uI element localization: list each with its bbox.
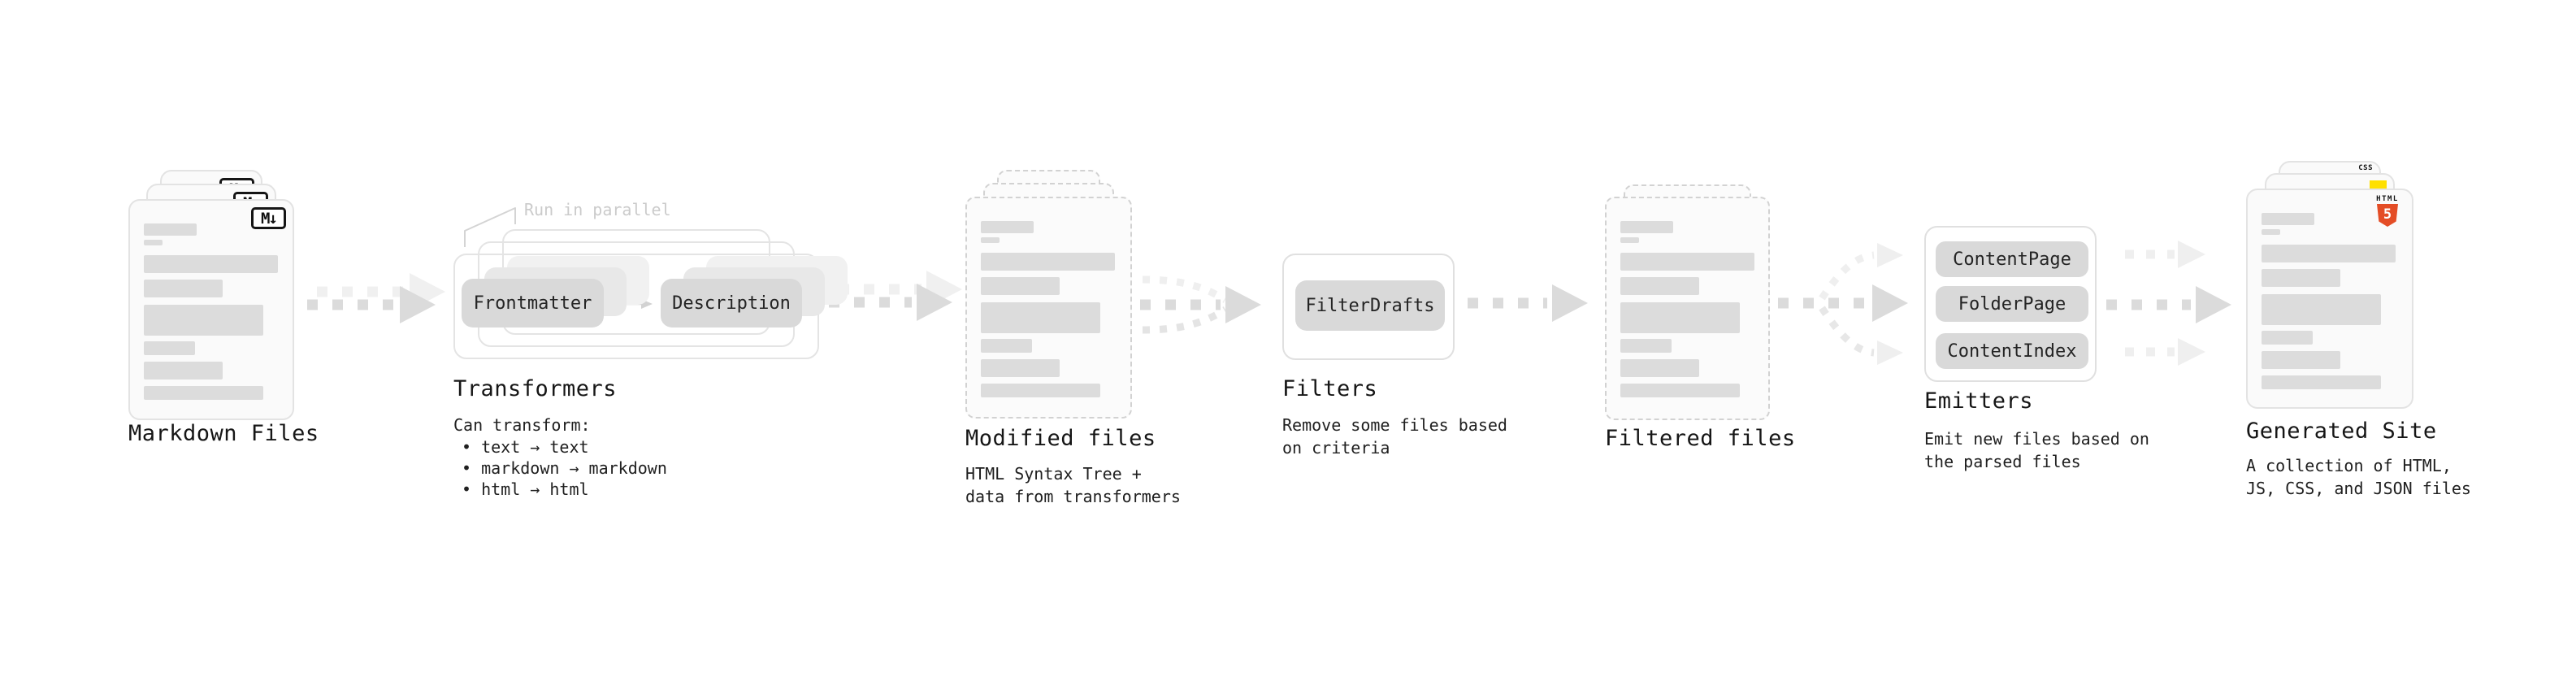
emitter-pill-content-index: ContentIndex (1936, 333, 2088, 369)
transformer-input-pill: Frontmatter (462, 279, 604, 327)
placeholder-bar (144, 223, 197, 236)
filtered-file-card-front (1605, 197, 1770, 420)
generated-site-description: A collection of HTML, JS, CSS, and JSON … (2246, 456, 2471, 498)
markdown-icon: M↓ (251, 207, 286, 229)
placeholder-bar (1620, 253, 1754, 271)
transformers-label: Transformers (453, 376, 618, 401)
html5-icon: HTML 5 (2373, 195, 2402, 227)
arrow-emitters-to-generated (2106, 241, 2231, 366)
js-file-icon (2370, 180, 2387, 190)
arrow-filtered-to-emitters (1778, 243, 1908, 365)
arrow-modified-to-filters (1140, 275, 1261, 334)
transformers-description-intro: Can transform: (453, 415, 591, 435)
transformer-stack: Frontmatter Description (453, 229, 868, 359)
filters-box: FilterDrafts (1282, 254, 1455, 360)
transformers-description: Can transform: • text → text • markdown … (453, 414, 667, 500)
placeholder-bar (981, 359, 1060, 377)
placeholder-bar (144, 341, 195, 355)
document-placeholder-lines (1620, 221, 1759, 412)
document-placeholder-lines (981, 221, 1121, 410)
filtered-files-label: Filtered files (1605, 426, 1796, 451)
placeholder-bar (1620, 302, 1740, 333)
placeholder-bar (144, 240, 163, 245)
run-in-parallel-annotation: Run in parallel (524, 200, 671, 219)
arrow-filters-to-filtered (1468, 284, 1588, 322)
placeholder-bar (2262, 245, 2396, 262)
placeholder-bar (981, 302, 1100, 333)
transform-bullet: • html → html (462, 479, 589, 499)
modified-file-card-front (965, 197, 1132, 419)
placeholder-bar (2262, 331, 2313, 345)
document-placeholder-lines (144, 223, 283, 412)
markdown-file-stack: M↓ M↓ M↓ (128, 170, 294, 420)
emitter-pill-folder-page: FolderPage (1936, 286, 2088, 322)
modified-files-description: HTML Syntax Tree + data from transformer… (965, 464, 1181, 506)
placeholder-bar (1620, 277, 1699, 295)
placeholder-bar (144, 255, 278, 273)
transform-bullet: • text → text (462, 437, 589, 457)
placeholder-bar (981, 237, 1000, 243)
emitters-description: Emit new files based on the parsed files (1924, 429, 2149, 471)
placeholder-bar (981, 253, 1115, 271)
placeholder-bar (2262, 229, 2280, 235)
emitters-label: Emitters (1924, 388, 2034, 414)
placeholder-bar (2262, 294, 2381, 325)
document-placeholder-lines (2262, 213, 2402, 401)
placeholder-bar (2262, 351, 2340, 369)
markdown-files-label: Markdown Files (128, 421, 319, 446)
emitters-box: ContentPage FolderPage ContentIndex (1924, 226, 2097, 382)
generated-site-label: Generated Site (2246, 419, 2437, 444)
placeholder-bar (144, 305, 263, 336)
placeholder-bar (981, 339, 1032, 353)
modified-file-stack (965, 170, 1132, 419)
filter-drafts-pill: FilterDrafts (1295, 280, 1445, 331)
placeholder-bar (1620, 359, 1699, 377)
modified-files-label: Modified files (965, 426, 1156, 451)
markdown-file-card-front: M↓ (128, 199, 294, 420)
placeholder-bar (1620, 384, 1740, 397)
placeholder-bar (144, 362, 223, 380)
filters-description: Remove some files based on criteria (1282, 415, 1507, 458)
placeholder-bar (2262, 213, 2314, 225)
placeholder-bar (1620, 221, 1673, 233)
placeholder-bar (2262, 375, 2381, 389)
arrow-markdown-to-transformers (307, 273, 445, 323)
html5-icon-word: HTML (2376, 195, 2399, 203)
generated-html-file-card: HTML 5 (2246, 189, 2413, 409)
placeholder-bar (1620, 237, 1639, 243)
filtered-file-stack (1605, 184, 1770, 420)
filters-label: Filters (1282, 376, 1378, 401)
placeholder-bar (144, 386, 263, 400)
placeholder-bar (981, 277, 1060, 295)
emitter-pill-content-page: ContentPage (1936, 241, 2088, 277)
placeholder-bar (1620, 339, 1672, 353)
placeholder-bar (981, 384, 1100, 397)
transform-bullet: • markdown → markdown (462, 458, 667, 478)
placeholder-bar (981, 221, 1034, 233)
placeholder-bar (144, 280, 223, 297)
generated-site-stack: CSS HTML 5 (2246, 161, 2413, 409)
transformer-output-pill: Description (661, 279, 802, 327)
placeholder-bar (2262, 269, 2340, 287)
